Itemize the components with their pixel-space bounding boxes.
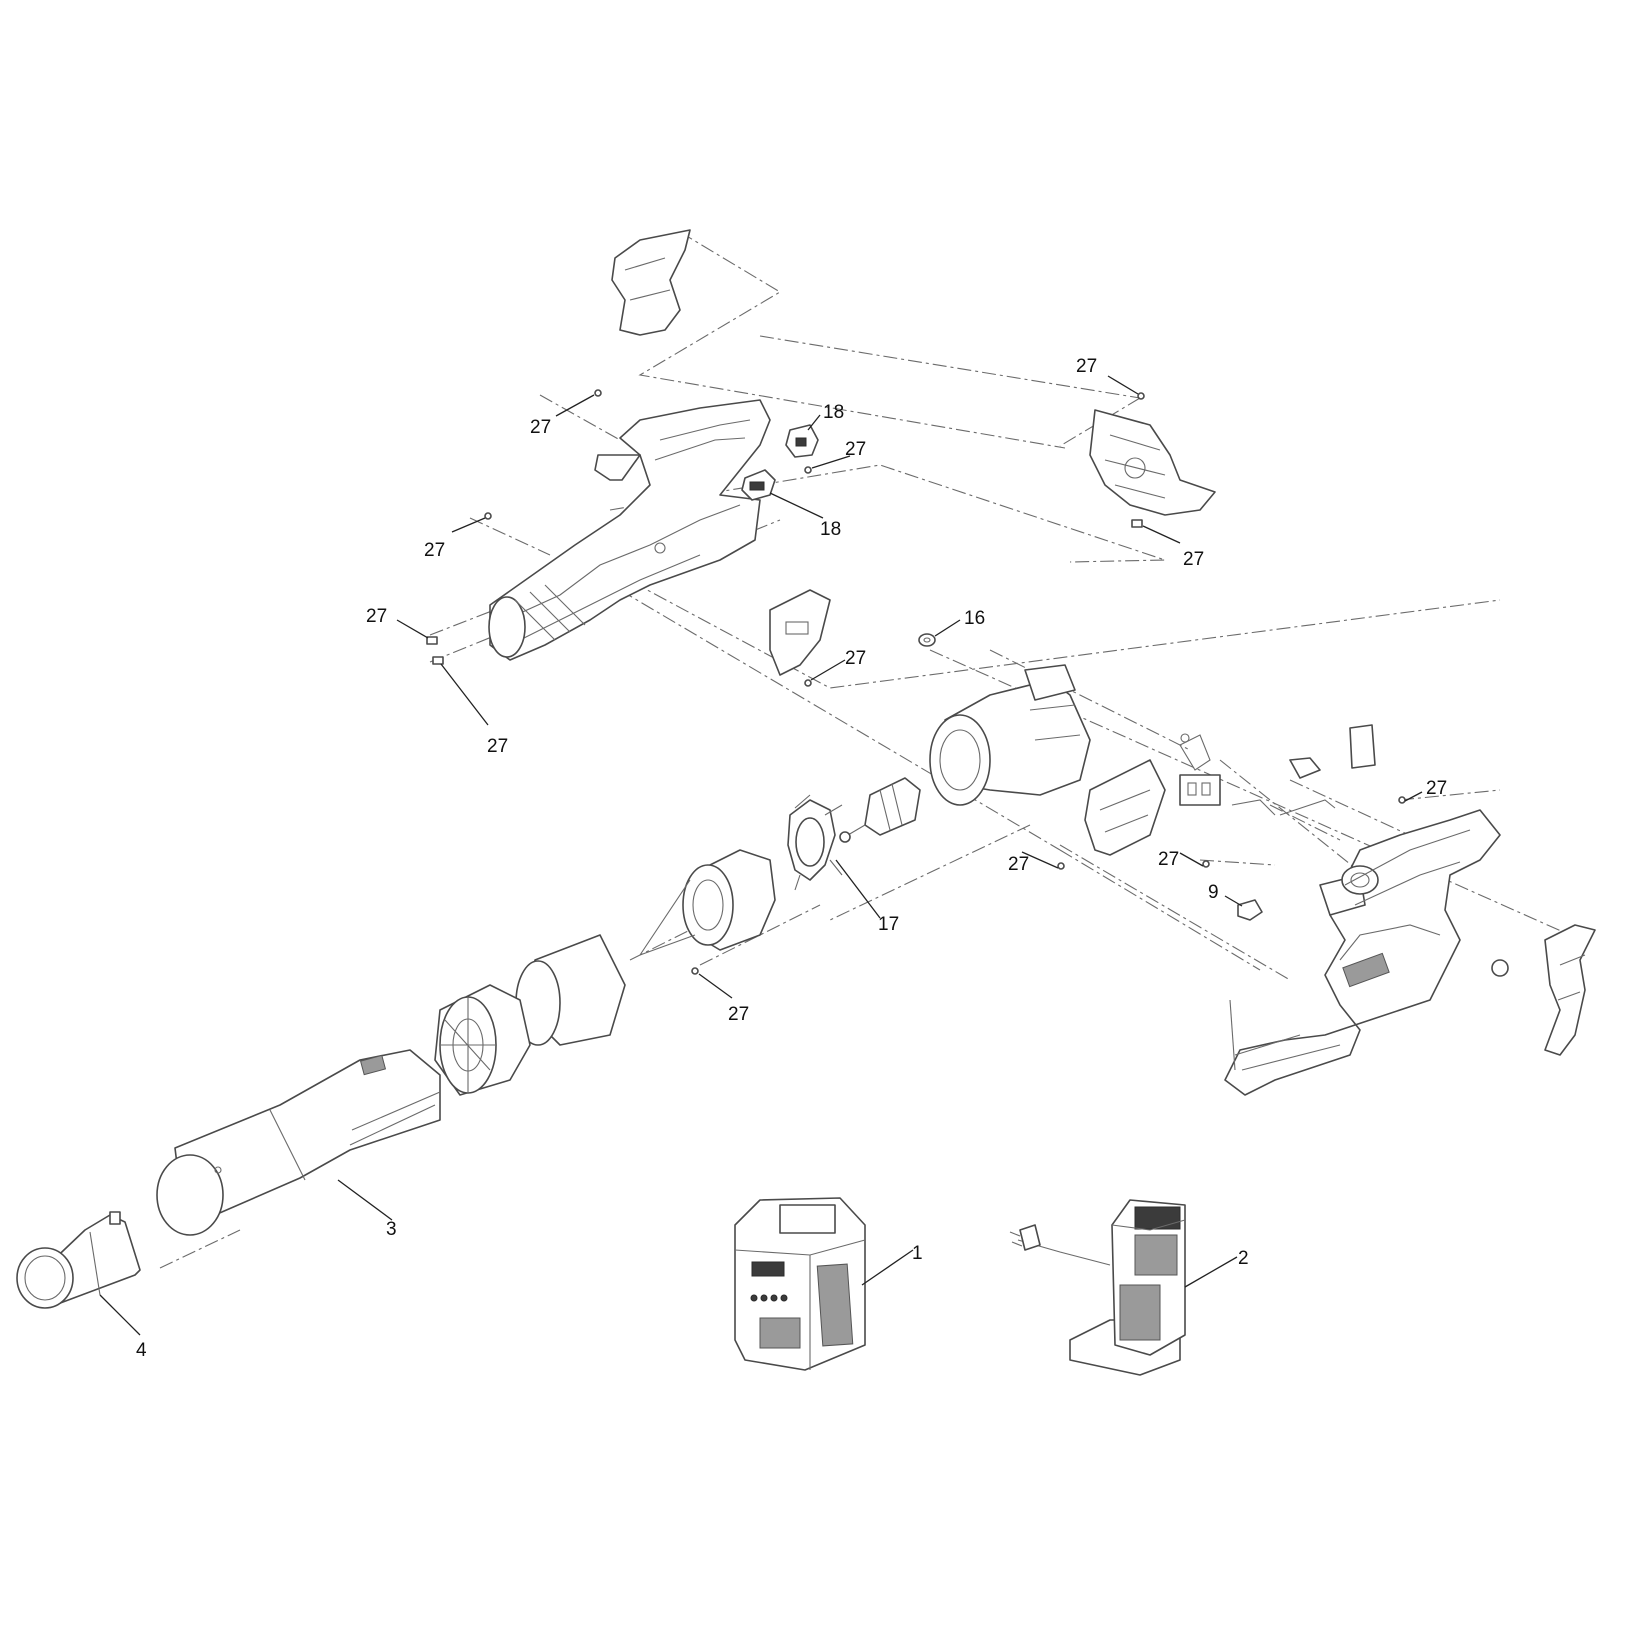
callout-1: 1 — [912, 1243, 923, 1264]
right-housing-half — [1224, 809, 1509, 1096]
inner-bracket — [769, 589, 831, 676]
callout-2: 2 — [1238, 1248, 1249, 1269]
callout-27-left-bottom: 27 — [487, 736, 508, 757]
motor — [839, 777, 921, 843]
callout-27-bracket: 27 — [845, 648, 866, 669]
callout-27-top-right: 27 — [1076, 356, 1097, 377]
callout-3: 3 — [386, 1219, 397, 1240]
left-housing-half — [488, 399, 771, 661]
callout-18-upper: 18 — [823, 402, 844, 423]
blower-tube — [156, 1049, 441, 1236]
callout-27-shroud: 27 — [728, 1004, 749, 1025]
callout-27-left-mid: 27 — [424, 540, 445, 561]
battery-charger — [1009, 1199, 1186, 1376]
right-side-cover — [1089, 409, 1216, 516]
callout-leaders — [99, 375, 1423, 1336]
switch-lower — [741, 469, 776, 501]
switch-upper — [785, 424, 819, 458]
top-guard-piece — [611, 229, 691, 336]
callout-27-upper-left: 27 — [530, 417, 551, 438]
control-board — [1179, 733, 1221, 806]
callout-17: 17 — [878, 914, 899, 935]
flow-straightener — [434, 984, 531, 1096]
callout-27-switch: 27 — [845, 439, 866, 460]
callout-27-right-cover: 27 — [1183, 549, 1204, 570]
trigger — [1237, 899, 1263, 921]
callout-27-right-handle: 27 — [1426, 778, 1447, 799]
wire-terminals — [1231, 724, 1376, 816]
screws — [426, 389, 1406, 975]
callout-27-left-lower: 27 — [366, 606, 387, 627]
callout-27-board: 27 — [1158, 849, 1179, 870]
grommet — [918, 633, 936, 647]
callout-16: 16 — [964, 608, 985, 629]
fan-shroud — [639, 849, 776, 956]
inner-shield — [1084, 759, 1166, 856]
inner-sleeve — [515, 934, 626, 1046]
callout-labels: 27 27 18 27 18 27 27 27 16 27 27 27 27 2… — [136, 356, 1447, 1361]
blower-nozzle — [16, 1211, 141, 1309]
fan-impeller — [787, 794, 843, 891]
callout-18-lower: 18 — [820, 519, 841, 540]
callout-4: 4 — [136, 1340, 147, 1361]
callout-9: 9 — [1208, 882, 1219, 903]
motor-housing — [929, 664, 1091, 806]
rear-guard-piece — [1544, 924, 1596, 1056]
callout-27-shield: 27 — [1008, 854, 1029, 875]
battery-pack — [734, 1197, 866, 1371]
